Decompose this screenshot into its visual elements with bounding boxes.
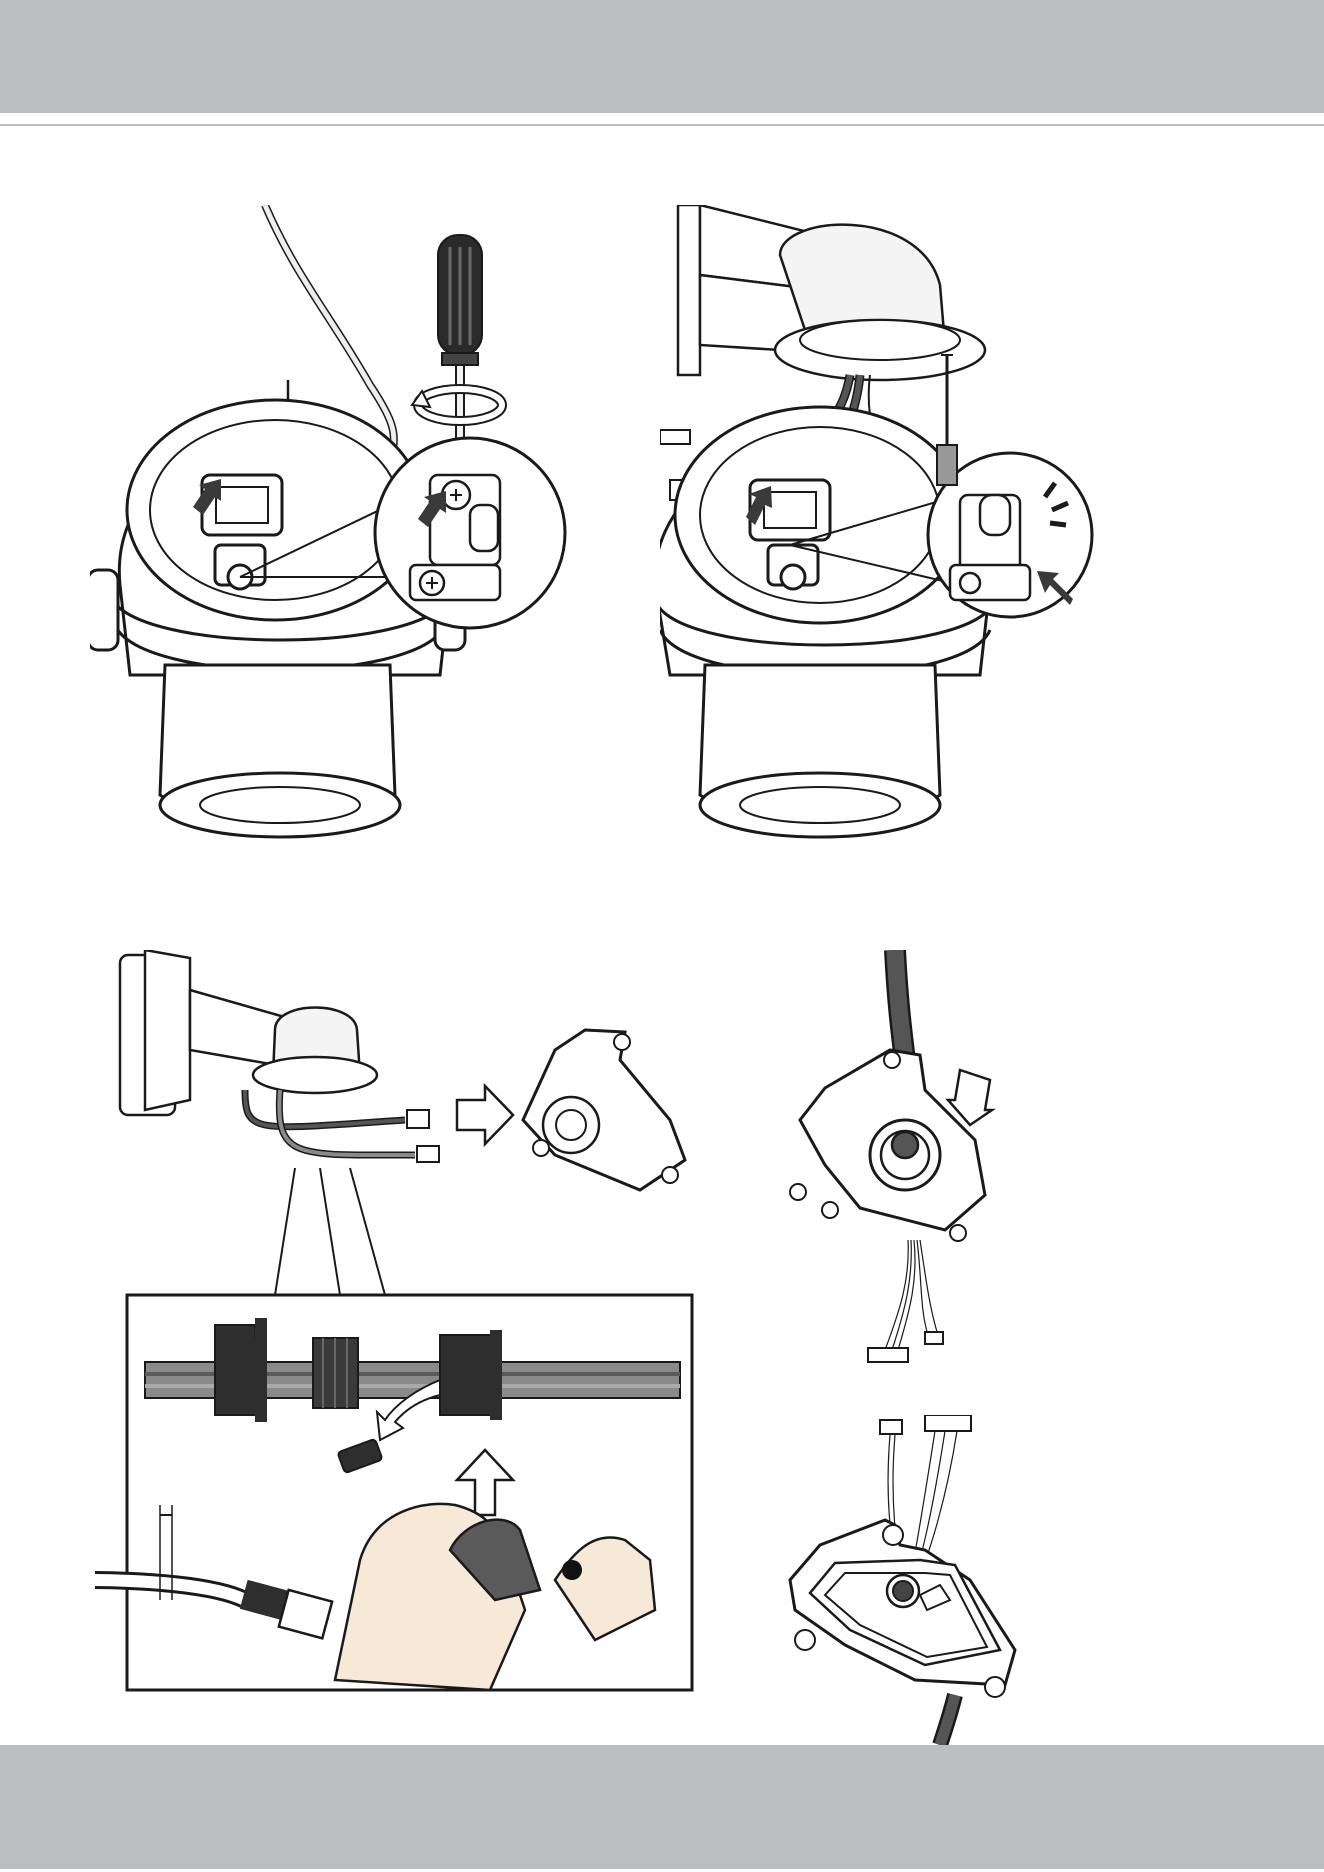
outline-arrow-icon bbox=[457, 1086, 513, 1144]
header-band bbox=[0, 0, 1324, 113]
rj45-connector-icon bbox=[417, 1146, 439, 1162]
figure-plate-back bbox=[775, 1415, 1025, 1745]
figure-attach-cable bbox=[660, 205, 1220, 845]
header-rule bbox=[0, 124, 1324, 126]
figure-gland-assembly bbox=[95, 950, 715, 1695]
figure-cable-plate bbox=[780, 950, 1030, 1370]
footer-band bbox=[0, 1745, 1324, 1869]
wall-mount-arm-icon bbox=[678, 205, 985, 380]
figure-ground-screw bbox=[90, 205, 590, 865]
cable-gland-plate-icon bbox=[790, 1050, 985, 1241]
outline-arrow-icon bbox=[948, 1070, 992, 1125]
gasket-plate-icon bbox=[790, 1520, 1015, 1697]
